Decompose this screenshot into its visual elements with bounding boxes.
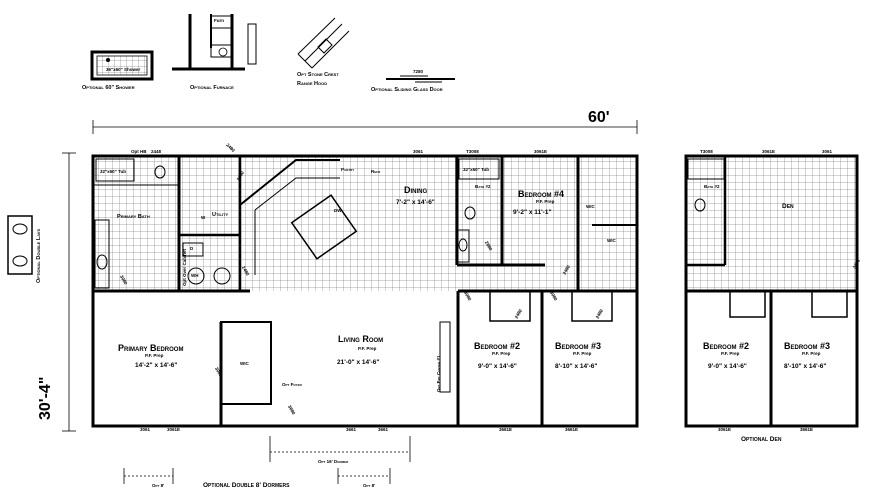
bedroom3-pf: P.F. Prep (573, 351, 592, 356)
window-3061-top: 3061 (413, 149, 424, 154)
dormers-caption: Optional Double 8' Dormers (203, 482, 290, 489)
den-walls (684, 154, 859, 428)
den-window-3661e: 3661E (800, 427, 814, 432)
double-lavs-thumb (7, 215, 33, 275)
over-cabinet-label: Opt Over Cabinet (182, 248, 187, 286)
bedroom4-name: Bedroom #4 (518, 189, 565, 199)
window-3061e-top: 3061E (534, 149, 548, 154)
bedroom3-size: 8'-10" x 14'-6" (555, 363, 598, 370)
living-room-name: Living Room (338, 334, 384, 344)
den-bedroom3-size: 8'-10" x 14'-6" (784, 363, 827, 370)
main-floor-tiles (93, 156, 637, 291)
living-room-size: 21'-0" x 14'-6" (337, 359, 380, 366)
tub-label-bath2: 32"x60" Tub (463, 167, 489, 172)
den-bedroom2-pf: P.F. Prep (721, 351, 740, 356)
dining-name: Dining (404, 185, 428, 195)
refr-label: Refr (371, 169, 381, 174)
dining-size: 7'-2" x 14'-6" (396, 199, 435, 206)
bath2-label: Bath #2 (475, 184, 491, 189)
den-floor-tiles (686, 156, 857, 291)
window-3661e: 3661E (499, 427, 513, 432)
pantry-label: Pantry (341, 167, 355, 172)
window-3061-bottom: 3061 (140, 427, 151, 432)
wic-label-bed4: WIC (586, 204, 595, 209)
primary-bedroom-pf: P.F. Prep (145, 353, 164, 358)
option-hood-thumb (297, 17, 350, 69)
tub-label: 32"x60" Tub (100, 169, 126, 174)
window-3061e-bottom: 3061E (167, 427, 181, 432)
utility-label: Utility (212, 212, 229, 218)
den-name: Den (782, 203, 794, 210)
window-3661-a: 3661 (346, 427, 357, 432)
bedroom3-name: Bedroom #3 (555, 341, 602, 351)
option-furnace-caption: Optional Furnace (190, 85, 234, 91)
den-window-3061e-b: 3061E (718, 427, 732, 432)
option-slider-size: 7280 (413, 69, 424, 74)
window-2448: 2448 (151, 149, 162, 154)
bedroom2-name: Bedroom #2 (474, 341, 521, 351)
den-bedroom3-pf: P.F. Prep (802, 351, 821, 356)
window-3661e-b: 3661E (565, 427, 579, 432)
primary-bedroom-size: 14'-2" x 14'-6" (135, 362, 178, 369)
primary-bedroom-name: Primary Bedroom (118, 343, 184, 353)
ent-center-label: Opt Ent Center #1 (436, 355, 441, 392)
den-bedroom3-name: Bedroom #3 (784, 341, 831, 351)
den-window-3061: 3061 (822, 149, 833, 154)
option-furnace-label: Furn (214, 18, 224, 23)
option-slider-caption: Optional Sliding Glass Door (371, 87, 443, 93)
overall-width: 60' (588, 109, 610, 126)
dormer-8-right: Opt 8' (363, 483, 376, 488)
dimension-lines (62, 120, 638, 484)
bedroom4-size: 9'-2" x 11'-1" (513, 209, 552, 216)
wic-label-hall: WIC (607, 238, 616, 243)
option-hood-caption-1: Opt Stone Crest (297, 72, 339, 78)
bedroom2-size: 9'-0" x 14'-6" (478, 363, 517, 370)
bedroom2-pf: P.F. Prep (492, 351, 511, 356)
wic-label-primary: WIC (240, 361, 249, 366)
double-lavs-caption: Optional Double Lavs (36, 228, 42, 283)
den-caption: Optional Den (741, 436, 782, 443)
primary-bath-label: Primary Bath (117, 214, 150, 220)
den-window-3061e: 3061E (762, 149, 776, 154)
washer-label: W (201, 215, 206, 220)
hb-label: Opt HB (131, 149, 147, 154)
option-shower-thumb (90, 50, 154, 81)
den-bedroom2-size: 9'-0" x 14'-6" (708, 363, 747, 370)
wh-label: WH (191, 273, 199, 278)
main-walls (91, 154, 639, 428)
overall-depth: 30'-4" (37, 376, 54, 420)
dryer-label: D (190, 246, 194, 251)
option-shower-caption: Optional 60" Shower (82, 85, 135, 91)
option-slider-thumb (386, 75, 455, 83)
option-hood-caption-2: Range Hood (297, 81, 328, 87)
den-window-t3008: T3008 (700, 149, 713, 154)
window-3661-b: 3661 (378, 427, 389, 432)
opt-foyer-label: Opt Foyer (282, 382, 302, 387)
dormer-16: Opt 16' Dormer (318, 459, 349, 464)
living-room-pf: P.F. Prep (358, 346, 377, 351)
option-shower-size: 36"x60" Shower (106, 67, 141, 72)
den-bedroom2-name: Bedroom #2 (703, 341, 750, 351)
window-t3008: T3008 (466, 149, 479, 154)
option-furnace-thumb (172, 14, 257, 71)
dormer-8-left: Opt 8' (152, 483, 165, 488)
bedroom4-pf: P.F. Prep (536, 199, 555, 204)
dw-label: DW (334, 208, 342, 213)
den-bath2-label: Bath #2 (704, 184, 720, 189)
